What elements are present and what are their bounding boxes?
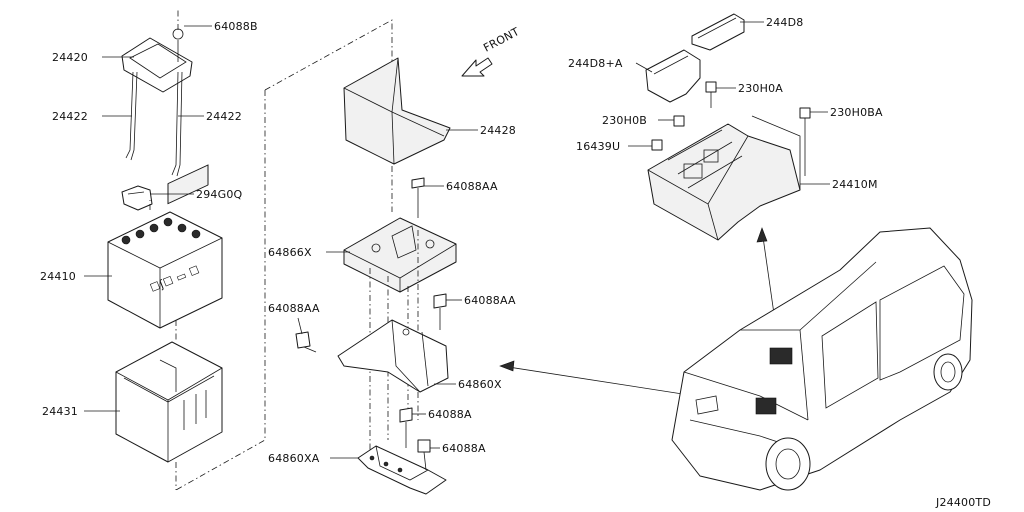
vehicle-illustration: [671, 227, 973, 491]
junction-box: [647, 115, 801, 241]
label-junction-box: 24410M: [832, 178, 878, 191]
battery-case: [115, 341, 223, 463]
label-bracket-lower: 64860X: [458, 378, 502, 391]
label-bolt-top-left: 64088B: [214, 20, 258, 33]
cover-small: [691, 13, 745, 51]
label-cover-large: 244D8+A: [568, 57, 623, 70]
label-clip: 16439U: [576, 140, 620, 153]
hold-down-rods: [125, 71, 183, 177]
cover-large: [645, 49, 701, 103]
label-bracket-top: 24420: [52, 51, 88, 64]
label-rod-right: 24422: [206, 110, 242, 123]
label-bolt-harness-1: 230H0A: [738, 82, 783, 95]
battery-box-cover: [343, 57, 451, 165]
bolt-mid: [399, 407, 413, 448]
label-bolt-right-lower: 64088AA: [464, 294, 516, 307]
label-cover-small: 244D8: [766, 16, 803, 29]
bolt-bottom: [417, 439, 431, 471]
label-bolt-bottom: 64088A: [442, 442, 486, 455]
front-direction-arrow: FRONT: [461, 25, 522, 77]
lower-bracket: [337, 319, 449, 393]
label-terminal-cover: 294G0Q: [196, 188, 243, 201]
front-label: FRONT: [481, 25, 521, 55]
hold-down-bracket: [121, 8, 193, 93]
label-bolt-harness-2: 230H0B: [602, 114, 647, 127]
leader-lines: [84, 21, 830, 459]
label-battery-case: 24431: [42, 405, 78, 418]
label-bracket-bottom: 64860XA: [268, 452, 320, 465]
label-bolt-left-lower: 64088AA: [268, 302, 320, 315]
label-bolt-mid: 64088A: [428, 408, 472, 421]
label-rod-left: 24422: [52, 110, 88, 123]
drawing-code: J24400TD: [935, 496, 991, 509]
bolt-left-lower: [295, 331, 317, 353]
label-tray-upper: 64866X: [268, 246, 312, 259]
part-labels: 64088B 24420 24422 24422 294G0Q 24410 24…: [40, 16, 991, 509]
label-bolt-harness-3: 230H0BA: [830, 106, 883, 119]
label-battery-box-cover: 24428: [480, 124, 516, 137]
label-battery: 24410: [40, 270, 76, 283]
terminal-cover: [121, 185, 153, 211]
upper-tray: [343, 217, 457, 293]
battery: ☐ʃ☐ ▭ ☐: [107, 164, 223, 329]
bolt-right-lower: [433, 293, 447, 330]
label-bolt-tray-upper: 64088AA: [446, 180, 498, 193]
harness-bolts: [651, 81, 811, 176]
bolt-tray-upper: [411, 177, 425, 218]
bottom-bracket: [357, 445, 447, 495]
